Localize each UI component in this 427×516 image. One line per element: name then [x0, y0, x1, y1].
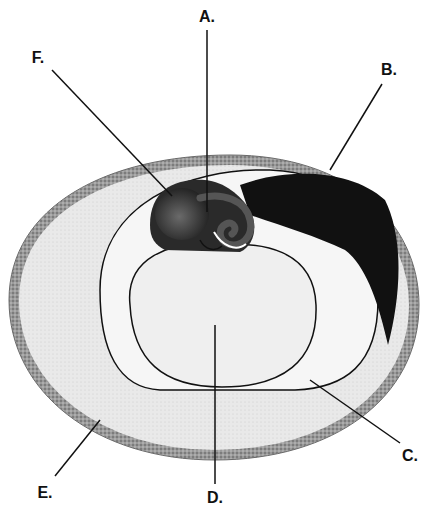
callout-letter: A.: [199, 8, 215, 25]
leader-line: [310, 380, 400, 443]
callout-label: D.: [207, 489, 223, 507]
callout-letter: C.: [402, 447, 418, 464]
leader-line: [206, 30, 208, 212]
callout-label: E.: [37, 484, 52, 502]
yolk-sac: [130, 244, 316, 387]
callout-label: B.: [381, 61, 397, 79]
amnion: [150, 180, 254, 252]
callout-label: C.: [402, 447, 418, 465]
callout-label: A.: [199, 8, 215, 26]
callout-letter: D.: [207, 489, 223, 506]
embryo-curl: [214, 232, 246, 248]
callout-letter: E.: [37, 484, 52, 501]
leader-line: [55, 420, 100, 476]
shell-edge: [9, 155, 419, 460]
leader-line: [52, 70, 172, 196]
callout-letter: F.: [32, 49, 44, 66]
leader-line: [214, 325, 216, 484]
yolk-stalk: [200, 240, 222, 249]
leader-line: [330, 84, 382, 170]
callout-letter: B.: [381, 61, 397, 78]
egg-shell: [14, 160, 414, 455]
callout-label: F.: [32, 49, 44, 67]
